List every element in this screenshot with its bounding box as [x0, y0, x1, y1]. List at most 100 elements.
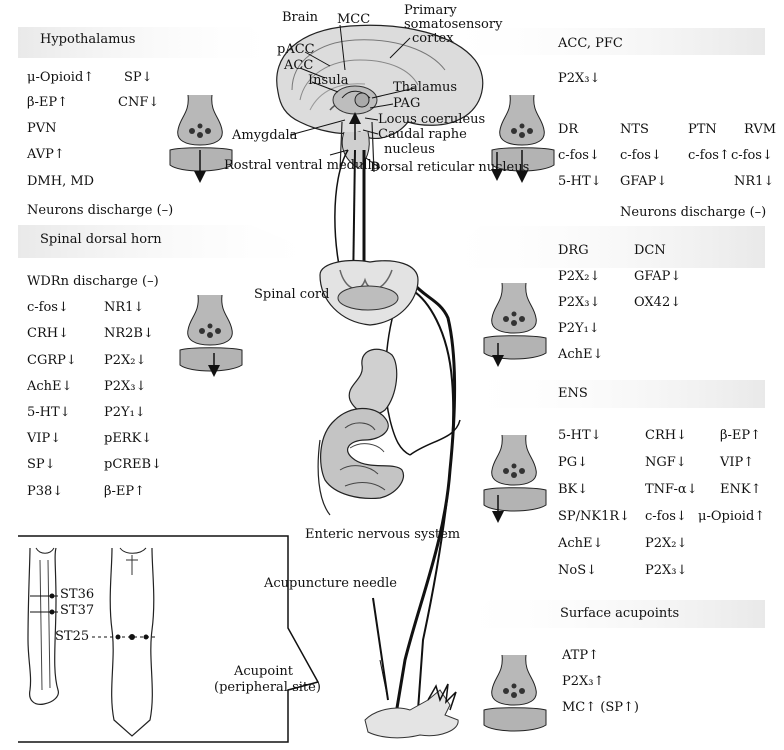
section-bands — [18, 27, 765, 628]
surface-title: Surface acupoints — [560, 606, 680, 621]
hypothalamus-item: μ-Opioid↑ — [27, 70, 95, 85]
intestine-illustration — [317, 348, 404, 516]
spinal-item: P2X₂↓ — [104, 353, 147, 368]
acc-pfc-item: 5-HT↓ — [558, 174, 602, 189]
surface-item: MC↑ (SP↑) — [562, 700, 639, 715]
hypothalamus-title: Hypothalamus — [40, 32, 136, 47]
spinal-item: NR1↓ — [104, 300, 145, 315]
synapse-icon — [483, 654, 547, 732]
drg-item: AchE↓ — [558, 347, 604, 362]
brain-illustration — [276, 24, 484, 173]
acc-pfc-header: PTN — [688, 122, 717, 137]
spinal-item: NR2B↓ — [104, 326, 154, 341]
spinal-item: P38↓ — [27, 484, 64, 499]
hypothalamus-item: PVN — [27, 121, 57, 136]
synapse-icon — [169, 94, 233, 183]
spinal-item: β-EP↑ — [104, 484, 146, 499]
label-acc: ACC — [284, 58, 314, 73]
spinal-item: c-fos↓ — [27, 300, 69, 315]
label-primary-3: cortex — [412, 31, 454, 46]
synapse-icon — [179, 294, 243, 377]
acc-pfc-item: GFAP↓ — [620, 174, 668, 189]
label-caudal-raphe-2: nucleus — [384, 142, 435, 157]
label-caudal-raphe-1: Caudal raphe — [378, 127, 467, 142]
acc-pfc-item: c-fos↓ — [731, 148, 773, 163]
ens-item: CRH↓ — [645, 428, 687, 443]
label-acupoint: Acupoint — [234, 664, 293, 679]
hypothalamus-item: AVP↑ — [27, 147, 65, 162]
acc-pfc-discharge: Neurons discharge (–) — [620, 205, 767, 220]
label-enteric-nervous-system: Enteric nervous system — [305, 527, 461, 542]
drg-item: P2X₂↓ — [558, 269, 601, 284]
label-mcc: MCC — [337, 12, 371, 27]
label-insula: Insula — [308, 73, 349, 88]
label-dorsal-reticular-nucleus: Dorsal reticular nucleus — [370, 160, 530, 175]
spinal-item: CRH↓ — [27, 326, 69, 341]
ens-item: P2X₂↓ — [645, 536, 688, 551]
spinal-item: 5-HT↓ — [27, 405, 71, 420]
label-pacc: pACC — [277, 42, 315, 57]
spinal-item: P2Y₁↓ — [104, 405, 146, 420]
ens-item: BK↓ — [558, 482, 589, 497]
label-rostral-ventral-medulla: Rostral ventral medulla — [224, 158, 380, 173]
spinal-item: AchE↓ — [27, 379, 73, 394]
spinal-item: pERK↓ — [104, 431, 153, 446]
acc-pfc-item: c-fos↓ — [558, 148, 600, 163]
ens-item: P2X₃↓ — [645, 563, 688, 578]
label-st37: ST37 — [60, 603, 95, 618]
synapse-icon — [483, 434, 547, 523]
acc-pfc-item: P2X₃↓ — [558, 71, 601, 86]
label-peripheral-site: (peripheral site) — [214, 680, 321, 695]
ens-item: μ-Opioid↑ — [698, 509, 766, 524]
acc-pfc-header: RVM — [744, 122, 777, 137]
label-acupuncture-needle: Acupuncture needle — [264, 576, 397, 591]
hypothalamus-item: SP↓ — [124, 70, 153, 85]
skin-surface — [364, 683, 459, 739]
label-primary-2: somatosensory — [404, 17, 503, 32]
ens-item: PG↓ — [558, 455, 589, 470]
hypothalamus-discharge: Neurons discharge (–) — [27, 203, 174, 218]
spinal-cord-section — [319, 259, 419, 326]
ens-item: AchE↓ — [558, 536, 604, 551]
label-amygdala: Amygdala — [232, 128, 298, 143]
spinal-item: pCREB↓ — [104, 457, 162, 472]
label-locus-coeruleus: Locus coeruleus — [378, 112, 486, 127]
ens-item: VIP↑ — [720, 455, 755, 470]
hypothalamus-item: CNF↓ — [118, 95, 160, 110]
drg-header: DRG — [558, 243, 589, 258]
ens-item: ENK↑ — [720, 482, 762, 497]
ens-item: 5-HT↓ — [558, 428, 602, 443]
dcn-item: OX42↓ — [634, 295, 682, 310]
synapse-icon — [483, 282, 547, 367]
acc-pfc-item: c-fos↑ — [688, 148, 730, 163]
brain-pointer-lines — [289, 24, 416, 169]
surface-item: P2X₃↑ — [562, 674, 605, 689]
dcn-header: DCN — [634, 243, 666, 258]
ens-item: SP/NK1R↓ — [558, 509, 631, 524]
ens-item: c-fos↓ — [645, 509, 687, 524]
surface-item: ATP↑ — [562, 648, 599, 663]
spinal-item: SP↓ — [27, 457, 56, 472]
drg-item: P2X₃↓ — [558, 295, 601, 310]
dcn-item: GFAP↓ — [634, 269, 682, 284]
label-spinal-cord: Spinal cord — [254, 287, 330, 302]
spinal-title: Spinal dorsal horn — [40, 232, 162, 247]
acc-pfc-title: ACC, PFC — [558, 36, 623, 51]
acc-pfc-header: DR — [558, 122, 579, 137]
drg-item: P2Y₁↓ — [558, 321, 600, 336]
spinal-item: VIP↓ — [27, 431, 62, 446]
acc-pfc-item: c-fos↓ — [620, 148, 662, 163]
label-pag: PAG — [393, 96, 421, 111]
ens-item: NGF↓ — [645, 455, 687, 470]
label-st36: ST36 — [60, 587, 95, 602]
spinal-discharge: WDRn discharge (–) — [27, 274, 159, 289]
acc-pfc-header: NTS — [620, 122, 649, 137]
synapse-icon — [491, 94, 555, 183]
acupoint-inset — [18, 535, 320, 743]
ens-item: β-EP↑ — [720, 428, 762, 443]
label-primary-1: Primary — [404, 3, 457, 18]
label-brain: Brain — [282, 10, 319, 25]
spinal-item: P2X₃↓ — [104, 379, 147, 394]
label-thalamus: Thalamus — [393, 80, 458, 95]
